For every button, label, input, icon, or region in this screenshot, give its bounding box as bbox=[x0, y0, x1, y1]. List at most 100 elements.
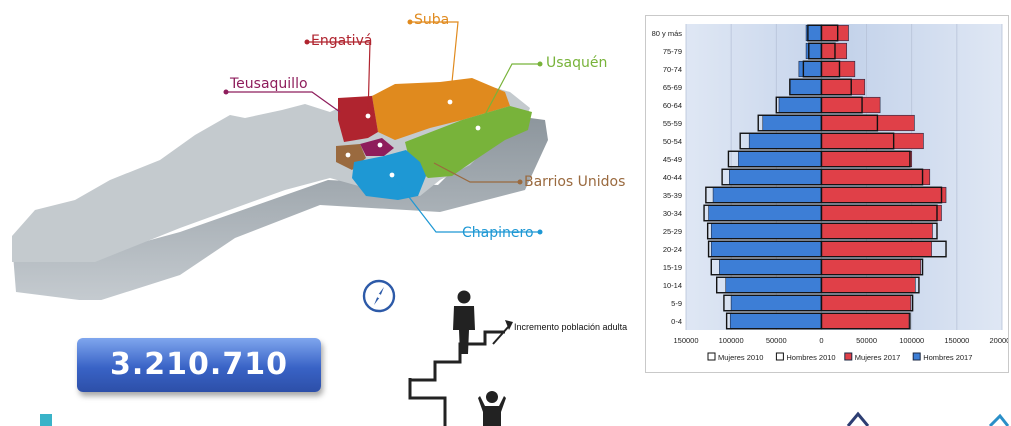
legend-swatch bbox=[912, 352, 921, 361]
district-suba bbox=[372, 78, 510, 140]
bar-mujeres-2017 bbox=[821, 294, 912, 312]
bar-hombres-2017 bbox=[710, 222, 822, 240]
district-chapinero bbox=[352, 150, 426, 200]
category-label: 0-4 bbox=[671, 317, 682, 326]
category-label: 45-49 bbox=[663, 155, 682, 164]
outline-hombres-2010 bbox=[715, 276, 823, 294]
bar-mujeres-2017 bbox=[821, 42, 848, 60]
bar-mujeres-2017 bbox=[821, 168, 931, 186]
bogota-map bbox=[12, 19, 548, 300]
category-label: 65-69 bbox=[663, 83, 682, 92]
category-label: 75-79 bbox=[663, 47, 682, 56]
population-pyramid-chart: 80 y más 75-79 70-74 65-69 60-64 55-59 50-54 45… bbox=[652, 24, 1008, 362]
x-tick-label: 150000 bbox=[944, 336, 969, 345]
category-label: 40-44 bbox=[663, 173, 682, 182]
bar-hombres-2017 bbox=[708, 204, 822, 222]
bar-hombres-2017 bbox=[738, 150, 822, 168]
outline-hombres-2010 bbox=[723, 294, 823, 312]
bar-hombres-2017 bbox=[712, 186, 822, 204]
category-label: 30-34 bbox=[663, 209, 682, 218]
compass-icon bbox=[362, 279, 396, 313]
bar-mujeres-2017 bbox=[821, 96, 881, 114]
bar-mujeres-2017 bbox=[821, 258, 922, 276]
bar-hombres-2017 bbox=[725, 276, 822, 294]
label-teusaquillo: Teusaquillo bbox=[230, 76, 308, 92]
category-label: 50-54 bbox=[663, 137, 682, 146]
outline-hombres-2010 bbox=[802, 60, 823, 78]
outline-hombres-2010 bbox=[705, 186, 823, 204]
bar-hombres-2017 bbox=[729, 312, 822, 330]
x-tick-label: 200000 bbox=[989, 336, 1008, 345]
legend-label: Mujeres 2017 bbox=[855, 353, 900, 362]
outline-hombres-2010 bbox=[721, 168, 823, 186]
total-population-badge: 3.210.710 bbox=[77, 338, 321, 392]
bar-hombres-2017 bbox=[729, 168, 822, 186]
outline-hombres-2010 bbox=[710, 258, 823, 276]
person-icon bbox=[453, 290, 475, 354]
category-label: 25-29 bbox=[663, 227, 682, 236]
outline-hombres-2010 bbox=[807, 24, 823, 42]
label-barrios-unidos: Barrios Unidos bbox=[524, 174, 626, 190]
category-label: 20-24 bbox=[663, 245, 682, 254]
x-tick-label: 50000 bbox=[766, 336, 787, 345]
category-label: 60-64 bbox=[663, 101, 682, 110]
bar-mujeres-2017 bbox=[821, 114, 915, 132]
outline-hombres-2010 bbox=[739, 132, 823, 150]
bar-hombres-2017 bbox=[748, 132, 822, 150]
label-engativa: Engativá bbox=[311, 33, 373, 49]
bar-hombres-2017 bbox=[798, 60, 822, 78]
outline-hombres-2010 bbox=[703, 204, 823, 222]
population-pyramid-panel: 80 y más 75-79 70-74 65-69 60-64 55-59 50-54 45… bbox=[645, 15, 1009, 373]
label-usaquen: Usaquén bbox=[546, 55, 608, 71]
label-chapinero: Chapinero bbox=[462, 225, 534, 241]
x-tick-label: 100000 bbox=[719, 336, 744, 345]
x-tick-label: 100000 bbox=[899, 336, 924, 345]
district-engativa bbox=[338, 96, 378, 142]
outline-hombres-2010 bbox=[706, 222, 823, 240]
outline-hombres-2010 bbox=[775, 96, 823, 114]
bar-hombres-2017 bbox=[719, 258, 822, 276]
bar-mujeres-2017 bbox=[821, 150, 913, 168]
category-label: 35-39 bbox=[663, 191, 682, 200]
bar-hombres-2017 bbox=[730, 294, 822, 312]
bar-mujeres-2017 bbox=[821, 312, 910, 330]
bar-mujeres-2017 bbox=[821, 24, 849, 42]
bar-mujeres-2017 bbox=[821, 240, 932, 258]
bar-hombres-2017 bbox=[710, 240, 822, 258]
total-population-value: 3.210.710 bbox=[110, 347, 288, 382]
bar-mujeres-2017 bbox=[821, 186, 947, 204]
legend-swatch bbox=[844, 352, 853, 361]
outline-hombres-2010 bbox=[727, 150, 823, 168]
outline-hombres-2010 bbox=[808, 42, 823, 60]
category-label: 55-59 bbox=[663, 119, 682, 128]
legend-label: Hombres 2010 bbox=[786, 353, 835, 362]
bar-mujeres-2017 bbox=[821, 132, 924, 150]
outline-hombres-2010 bbox=[789, 78, 823, 96]
district-teusaquillo bbox=[360, 138, 394, 156]
x-tick-label: 150000 bbox=[673, 336, 698, 345]
outline-hombres-2010 bbox=[757, 114, 823, 132]
label-suba: Suba bbox=[414, 12, 450, 28]
outline-hombres-2010 bbox=[725, 312, 823, 330]
district-usaquen bbox=[405, 106, 532, 178]
person-raised-arms-icon bbox=[478, 391, 506, 426]
bar-hombres-2017 bbox=[762, 114, 822, 132]
x-tick-label: 50000 bbox=[856, 336, 877, 345]
category-label: 80 y más bbox=[652, 29, 683, 38]
legend-label: Hombres 2017 bbox=[923, 353, 972, 362]
corner-decor-left bbox=[40, 414, 52, 426]
bar-mujeres-2017 bbox=[821, 78, 866, 96]
bar-mujeres-2017 bbox=[821, 276, 916, 294]
legend-label: Mujeres 2010 bbox=[718, 353, 763, 362]
category-label: 10-14 bbox=[663, 281, 682, 290]
stairs-caption: Incremento población adulta bbox=[514, 322, 628, 332]
category-label: 15-19 bbox=[663, 263, 682, 272]
category-label: 5-9 bbox=[671, 299, 682, 308]
outline-hombres-2010 bbox=[707, 240, 823, 258]
bar-mujeres-2017 bbox=[821, 204, 942, 222]
bar-hombres-2017 bbox=[789, 78, 822, 96]
category-label: 70-74 bbox=[663, 65, 682, 74]
x-tick-label: 0 bbox=[819, 336, 823, 345]
legend-swatch bbox=[775, 352, 784, 361]
legend-swatch bbox=[707, 352, 716, 361]
